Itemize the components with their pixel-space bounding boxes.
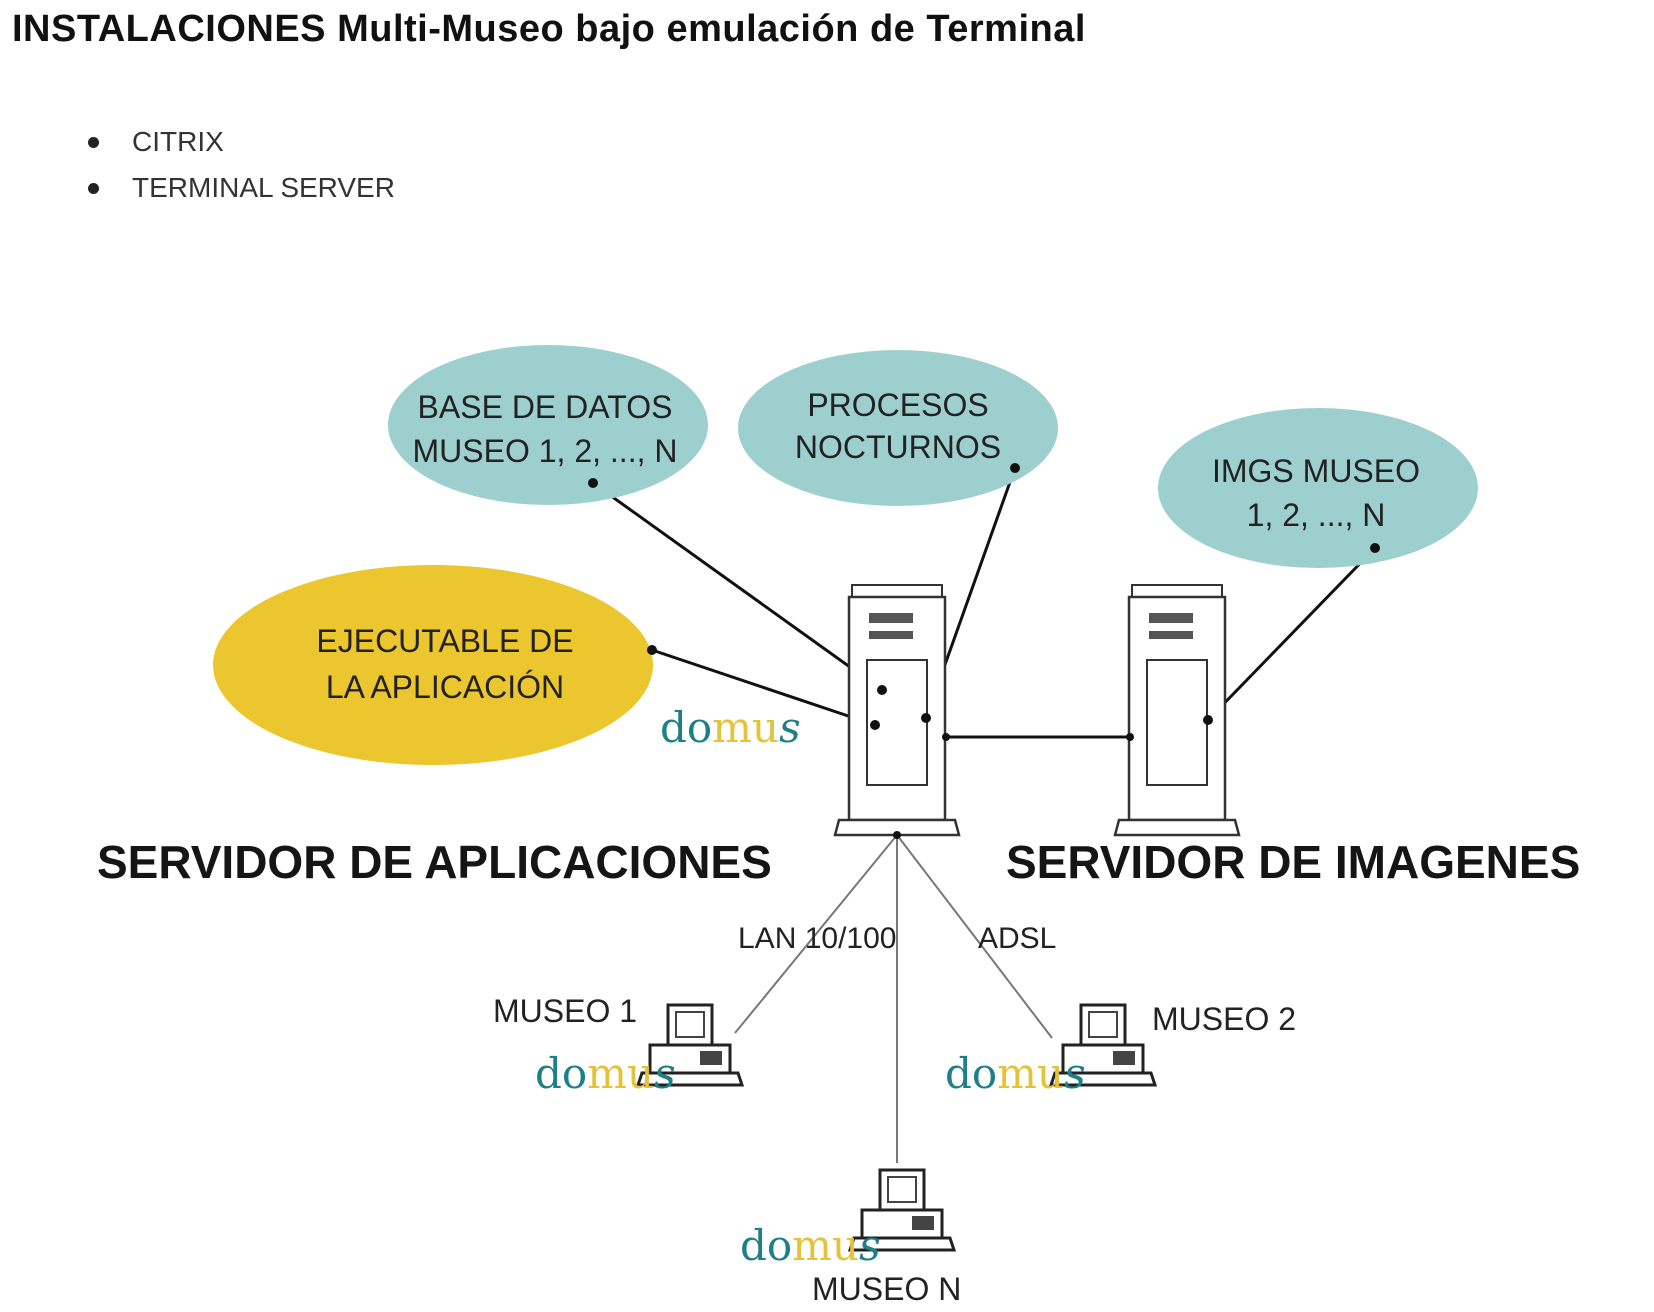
- app-server-port-dot-icon: [877, 685, 887, 695]
- connector-lan-museo1: [734, 834, 898, 1034]
- db-label-line1: BASE DE DATOS: [418, 389, 673, 425]
- procesos-label-line1: PROCESOS: [807, 387, 988, 423]
- connector-db-to-app-server: [592, 481, 883, 692]
- exe-connection-dot-icon: [647, 645, 657, 655]
- procesos-label-line2: NOCTURNOS: [795, 429, 1001, 465]
- museoN-label: MUSEO N: [812, 1271, 961, 1307]
- connector-lines: [592, 467, 1377, 739]
- bullet-terminal-server-label: TERMINAL SERVER: [132, 172, 395, 203]
- img-server-port-dot-icon: [1126, 733, 1134, 741]
- db-label-line2: MUSEO 1, 2, ..., N: [413, 433, 678, 469]
- exe-label-line2: LA APLICACIÓN: [326, 669, 564, 705]
- img-server-label: SERVIDOR DE IMAGENES: [1006, 836, 1580, 888]
- connector-exe-to-app-server: [651, 648, 876, 727]
- connector-imgs-to-img-server: [1206, 546, 1377, 722]
- img-server-icon: [1113, 583, 1241, 837]
- museo1-label: MUSEO 1: [493, 993, 637, 1029]
- bullet-citrix: CITRIX: [88, 122, 395, 168]
- bullet-dot-icon: [88, 137, 99, 148]
- db-ellipse: [388, 345, 708, 505]
- domus-logo-museoN: domus: [740, 1221, 881, 1270]
- domus-logo-museo2: domus: [945, 1049, 1086, 1098]
- connector-adsl-museo2: [896, 834, 1053, 1039]
- exe-ellipse: [213, 565, 653, 765]
- procesos-connection-dot-icon: [1010, 463, 1020, 473]
- bullet-list: CITRIX TERMINAL SERVER: [88, 122, 395, 214]
- domus-logo-museo1: domus: [535, 1049, 676, 1098]
- bullet-dot-icon: [88, 183, 99, 194]
- imgs-ellipse: [1158, 408, 1478, 568]
- network-lines: [734, 834, 1053, 1163]
- network-hub-dot-icon: [893, 831, 901, 839]
- app-server-label: SERVIDOR DE APLICACIONES: [97, 836, 772, 888]
- app-server-icon: [833, 583, 961, 837]
- bullet-citrix-label: CITRIX: [132, 126, 224, 157]
- app-server-port-dot-icon: [921, 713, 931, 723]
- adsl-label: ADSL: [978, 922, 1056, 955]
- bullet-terminal-server: TERMINAL SERVER: [88, 168, 395, 214]
- page-title: INSTALACIONES Multi-Museo bajo emulación…: [12, 8, 1086, 50]
- museo2-label: MUSEO 2: [1152, 1001, 1296, 1037]
- imgs-label-line1: IMGS MUSEO: [1212, 453, 1420, 489]
- exe-label-line1: EJECUTABLE DE: [316, 623, 573, 659]
- procesos-ellipse: [738, 350, 1058, 506]
- connection-dots: [588, 463, 1380, 839]
- imgs-label-line2: 1, 2, ..., N: [1247, 497, 1386, 533]
- lan-label: LAN 10/100: [738, 922, 896, 955]
- app-server-port-dot-icon: [870, 720, 880, 730]
- domus-logo-server: domus: [660, 703, 801, 752]
- img-server-port-dot-icon: [1203, 715, 1213, 725]
- db-connection-dot-icon: [588, 478, 598, 488]
- imgs-connection-dot-icon: [1370, 543, 1380, 553]
- app-server-port-dot-icon: [942, 733, 950, 741]
